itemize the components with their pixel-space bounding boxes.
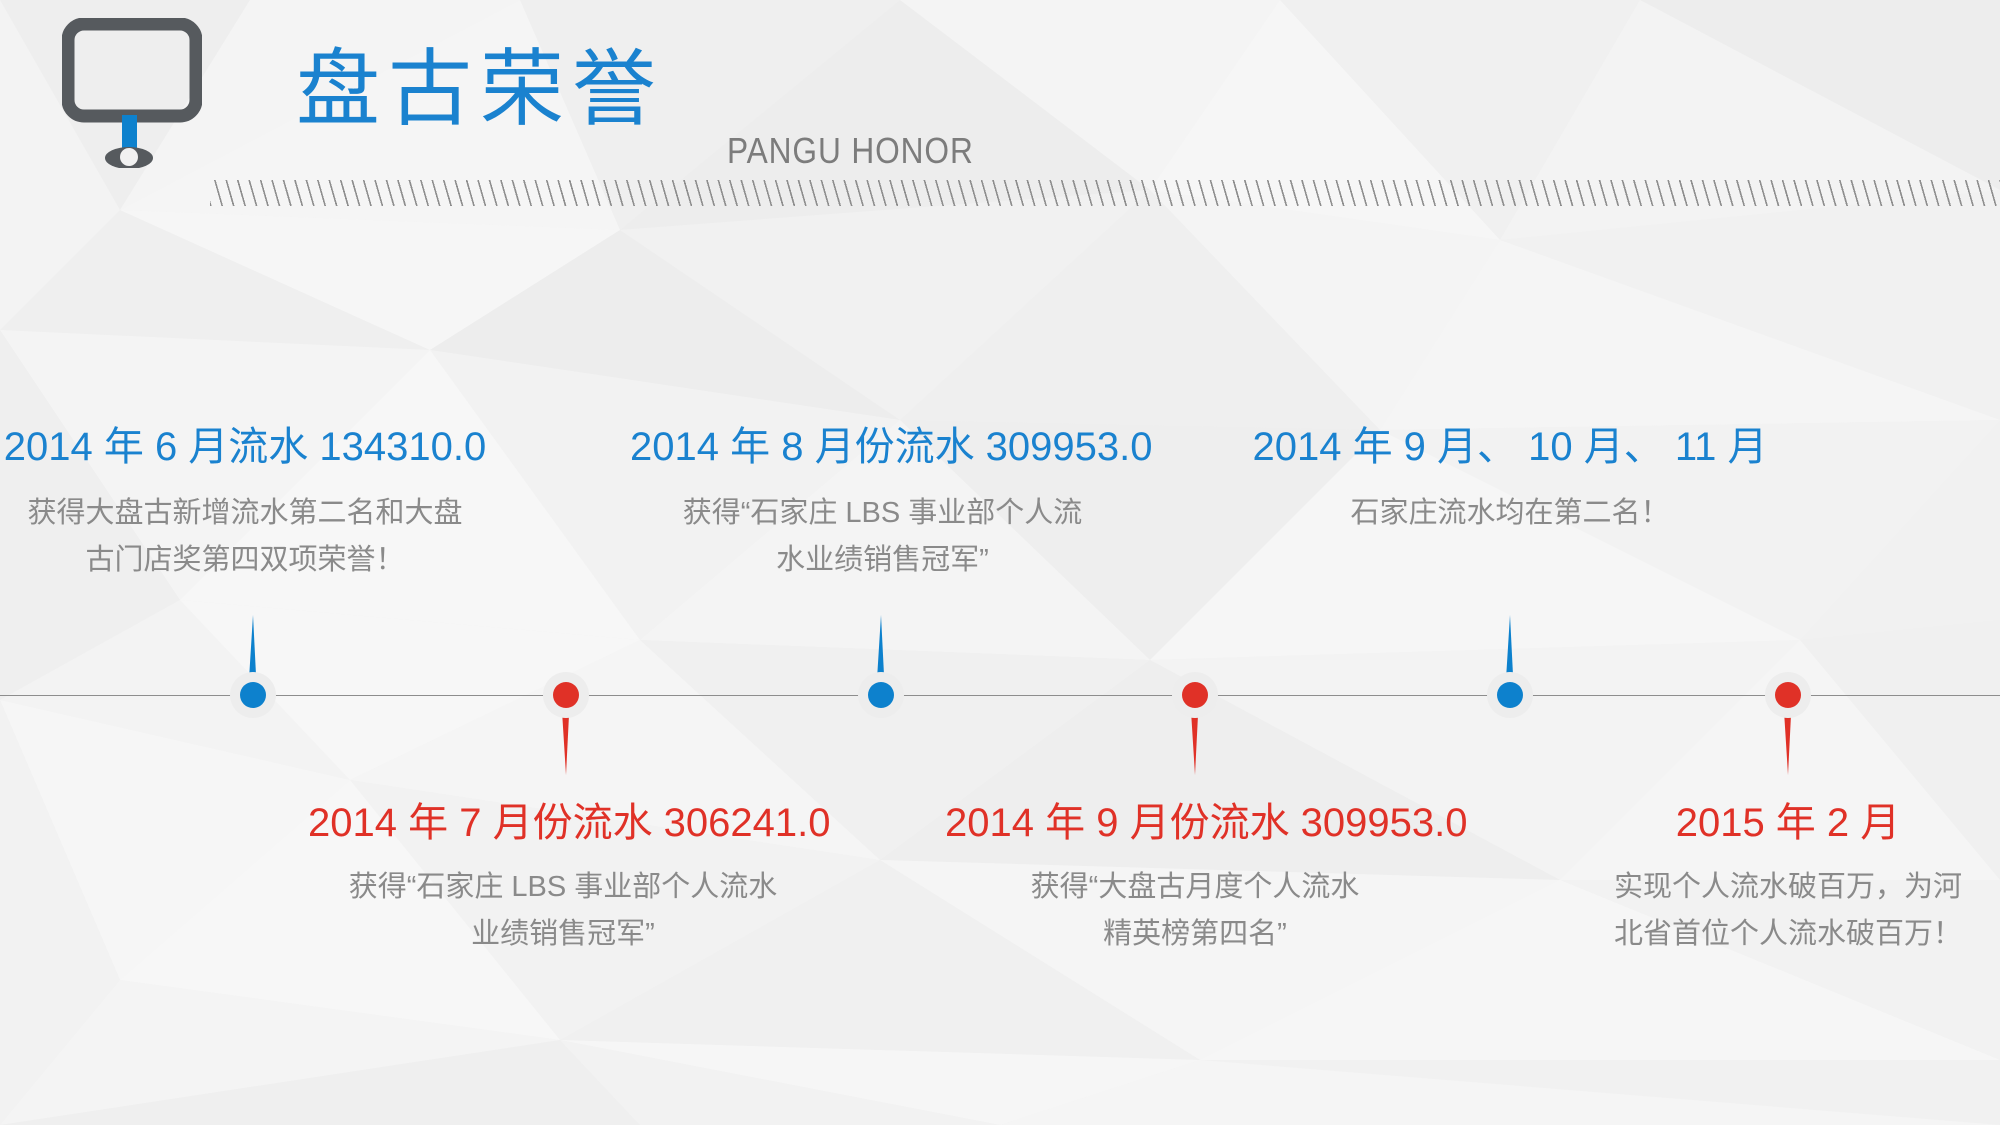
event-desc-line: 获得“石家庄 LBS 事业部个人流水 <box>348 871 778 903</box>
event-desc-6: 实现个人流水破百万，为河 北省首位个人流水破百万！ <box>1578 864 1998 958</box>
page-subtitle: PANGU HONOR <box>727 130 974 171</box>
event-desc-1: 获得大盘古新增流水第二名和大盘 古门店奖第四双项荣誉！ <box>0 490 490 584</box>
event-desc-line: 北省首位个人流水破百万！ <box>1613 918 1962 950</box>
event-heading-1: 2014 年 6 月流水 134310.0 <box>3 425 487 469</box>
event-desc-line: 实现个人流水破百万，为河 <box>1613 871 1962 903</box>
event-heading-4: 2014 年 7 月份流水 306241.0 <box>308 801 831 845</box>
event-heading-5: 2014 年 9 月份流水 309953.0 <box>945 801 1468 845</box>
timeline-event-4[interactable]: 2014 年 7 月份流水 306241.0 获得“石家庄 LBS 事业部个人流… <box>308 800 831 958</box>
slide-header: 盘古荣誉 PANGU HONOR <box>0 0 2000 215</box>
event-desc-line: 石家庄流水均在第二名！ <box>1350 497 1670 529</box>
event-desc-2: 获得“石家庄 LBS 事业部个人流 水业绩销售冠军” <box>630 490 1135 584</box>
timeline-event-1[interactable]: 2014 年 6 月流水 134310.0 获得大盘古新增流水第二名和大盘 古门… <box>0 424 490 584</box>
event-heading-6: 2015 年 2 月 <box>1675 801 1901 845</box>
timeline-axis <box>0 695 2000 696</box>
event-desc-4: 获得“石家庄 LBS 事业部个人流水 业绩销售冠军” <box>308 864 818 958</box>
page-title: 盘古荣誉 <box>296 42 665 136</box>
hatch-divider <box>210 180 2000 206</box>
timeline-event-2[interactable]: 2014 年 8 月份流水 309953.0 获得“石家庄 LBS 事业部个人流… <box>630 424 1153 584</box>
timeline-node-dot-3 <box>868 682 894 708</box>
event-desc-line: 获得“石家庄 LBS 事业部个人流 <box>682 497 1083 529</box>
event-desc-3: 石家庄流水均在第二名！ <box>1225 490 1795 537</box>
timeline-needle-1 <box>248 615 257 695</box>
event-desc-line: 古门店奖第四双项荣誉！ <box>85 544 405 576</box>
event-desc-line: 精英榜第四名” <box>1103 918 1287 950</box>
event-desc-line: 业绩销售冠军” <box>471 918 655 950</box>
timeline-event-5[interactable]: 2014 年 9 月份流水 309953.0 获得“大盘古月度个人流水 精英榜第… <box>945 800 1468 958</box>
timeline-needle-5 <box>1505 615 1514 695</box>
timeline-node-dot-1 <box>240 682 266 708</box>
event-heading-3: 2014 年 9 月、 10 月、 11 月 <box>1252 425 1768 469</box>
timeline-needle-2 <box>561 695 570 775</box>
timeline-node-dot-5 <box>1497 682 1523 708</box>
event-heading-2: 2014 年 8 月份流水 309953.0 <box>630 425 1153 469</box>
event-desc-5: 获得“大盘古月度个人流水 精英榜第四名” <box>945 864 1445 958</box>
timeline-node-dot-4 <box>1182 682 1208 708</box>
timeline-needle-6 <box>1783 695 1792 775</box>
event-desc-line: 获得“大盘古月度个人流水 <box>1030 871 1360 903</box>
timeline-event-3[interactable]: 2014 年 9 月、 10 月、 11 月 石家庄流水均在第二名！ <box>1225 424 1795 537</box>
timeline-event-6[interactable]: 2015 年 2 月 实现个人流水破百万，为河 北省首位个人流水破百万！ <box>1578 800 1998 958</box>
timeline-needle-4 <box>1190 695 1199 775</box>
timeline-node-dot-2 <box>553 682 579 708</box>
event-desc-line: 水业绩销售冠军” <box>776 544 989 576</box>
timeline-needle-3 <box>876 615 885 695</box>
presentation-board-icon <box>62 18 202 168</box>
timeline-node-dot-6 <box>1775 682 1801 708</box>
event-desc-line: 获得大盘古新增流水第二名和大盘 <box>27 497 463 529</box>
